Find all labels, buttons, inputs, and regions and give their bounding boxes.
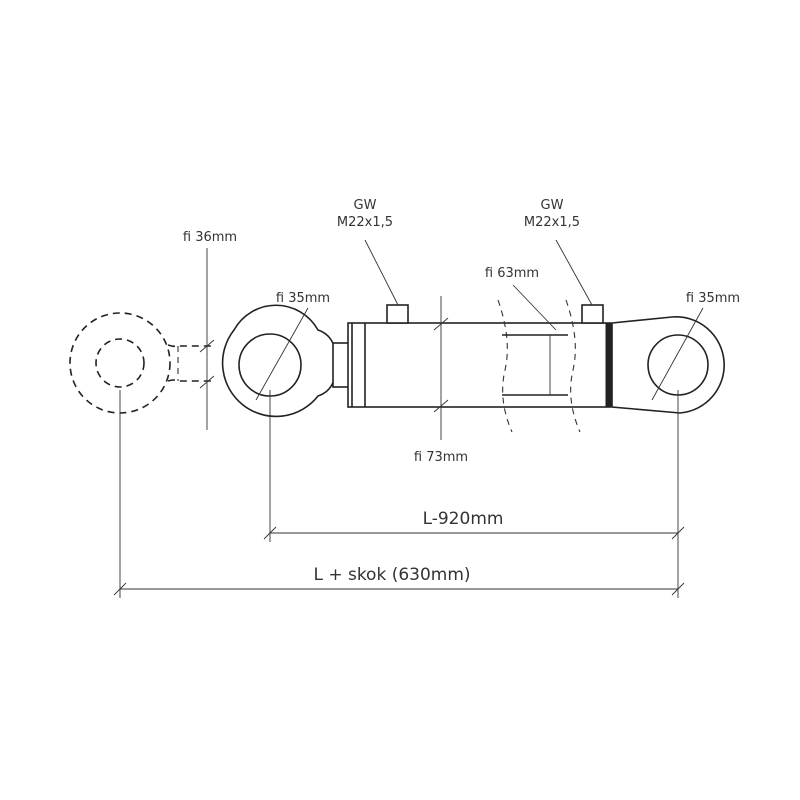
port-right-thread-label: M22x1,5: [524, 215, 580, 230]
pin-left-leader: [255, 307, 309, 401]
extended-rod-bottom: [167, 379, 215, 382]
extended-rod-eye: [69, 312, 215, 414]
outer-dia-tick-top: [433, 317, 449, 331]
pin-right-leader: [651, 307, 704, 401]
dimension-lines: [113, 239, 704, 598]
break-line-left: [497, 299, 513, 433]
extended-rod-top: [167, 344, 215, 348]
port-right-leader: [555, 239, 593, 306]
rear-eye: [611, 316, 725, 414]
pin-left-dia-label: fi 35mm: [276, 291, 330, 306]
piston-dia-leader: [512, 284, 557, 331]
port-left-gw-label: GW: [354, 198, 377, 213]
rod-dia-tick-top: [199, 339, 215, 353]
cylinder-barrel: [347, 299, 613, 433]
pin-right-dia-label: fi 35mm: [686, 291, 740, 306]
closed-length-tick-right: [671, 526, 685, 540]
extended-eye-bore: [95, 338, 145, 388]
rod-dia-tick-bottom: [199, 375, 215, 389]
outer-dia-label: fi 73mm: [414, 450, 468, 465]
closed-length-tick-left: [263, 526, 277, 540]
extended-length-tick-right: [671, 582, 685, 596]
port-right-gw-label: GW: [541, 198, 564, 213]
closed-length-label: L-920mm: [423, 509, 504, 529]
barrel-outline: [347, 322, 611, 408]
port-left-thread-label: M22x1,5: [337, 215, 393, 230]
piston-dia-label: fi 63mm: [485, 266, 539, 281]
port-left-leader: [364, 239, 399, 306]
barrel-rear-cap: [605, 322, 613, 408]
port-left: [386, 304, 409, 324]
labels: GW M22x1,5 GW M22x1,5 fi 36mm fi 35mm fi…: [183, 198, 740, 585]
port-right: [581, 304, 604, 324]
break-line-right: [565, 299, 581, 433]
rod-eye: [221, 304, 352, 418]
extended-length-label: L + skok (630mm): [313, 565, 470, 585]
outer-dia-tick-bottom: [433, 399, 449, 413]
extended-length-tick-left: [113, 582, 127, 596]
rod-dia-label: fi 36mm: [183, 230, 237, 245]
